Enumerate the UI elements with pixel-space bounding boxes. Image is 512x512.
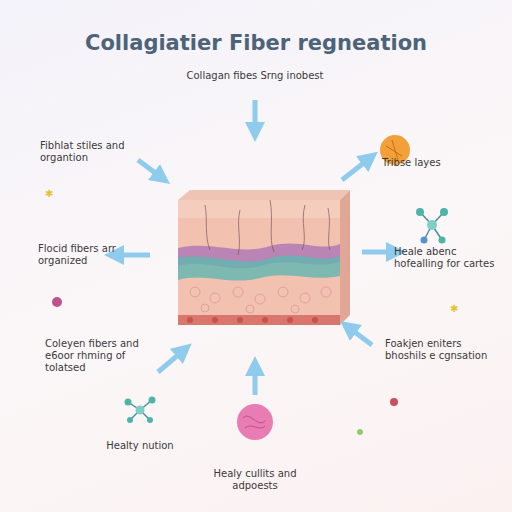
svg-text:✱: ✱ <box>45 188 53 199</box>
pointer-arrows <box>114 100 396 395</box>
callout-label: Flocid fibers arr organized <box>38 243 148 267</box>
callout-label: Coleyen fibers and e6oor rhming of tolat… <box>45 338 165 374</box>
icons: ✱ ✱ <box>45 135 458 440</box>
callout-label: Collagan fibes Srng inobest <box>185 70 325 82</box>
callout-label: Healty nution <box>80 440 200 452</box>
callout-label: Foakjen eniters bhoshils e cgnsation <box>385 338 495 362</box>
callout-label: Healy cullits and adpoests <box>190 468 320 492</box>
callout-label: Fibhlat stiles and organtion <box>40 140 150 164</box>
diagram-title: Collagiatier Fiber regneation <box>0 30 512 56</box>
callout-label: Tribse layes <box>382 157 492 169</box>
callout-label: Heale abenc hofealling for cartes <box>394 246 504 270</box>
skin-cube <box>178 190 350 325</box>
svg-text:✱: ✱ <box>450 303 458 314</box>
